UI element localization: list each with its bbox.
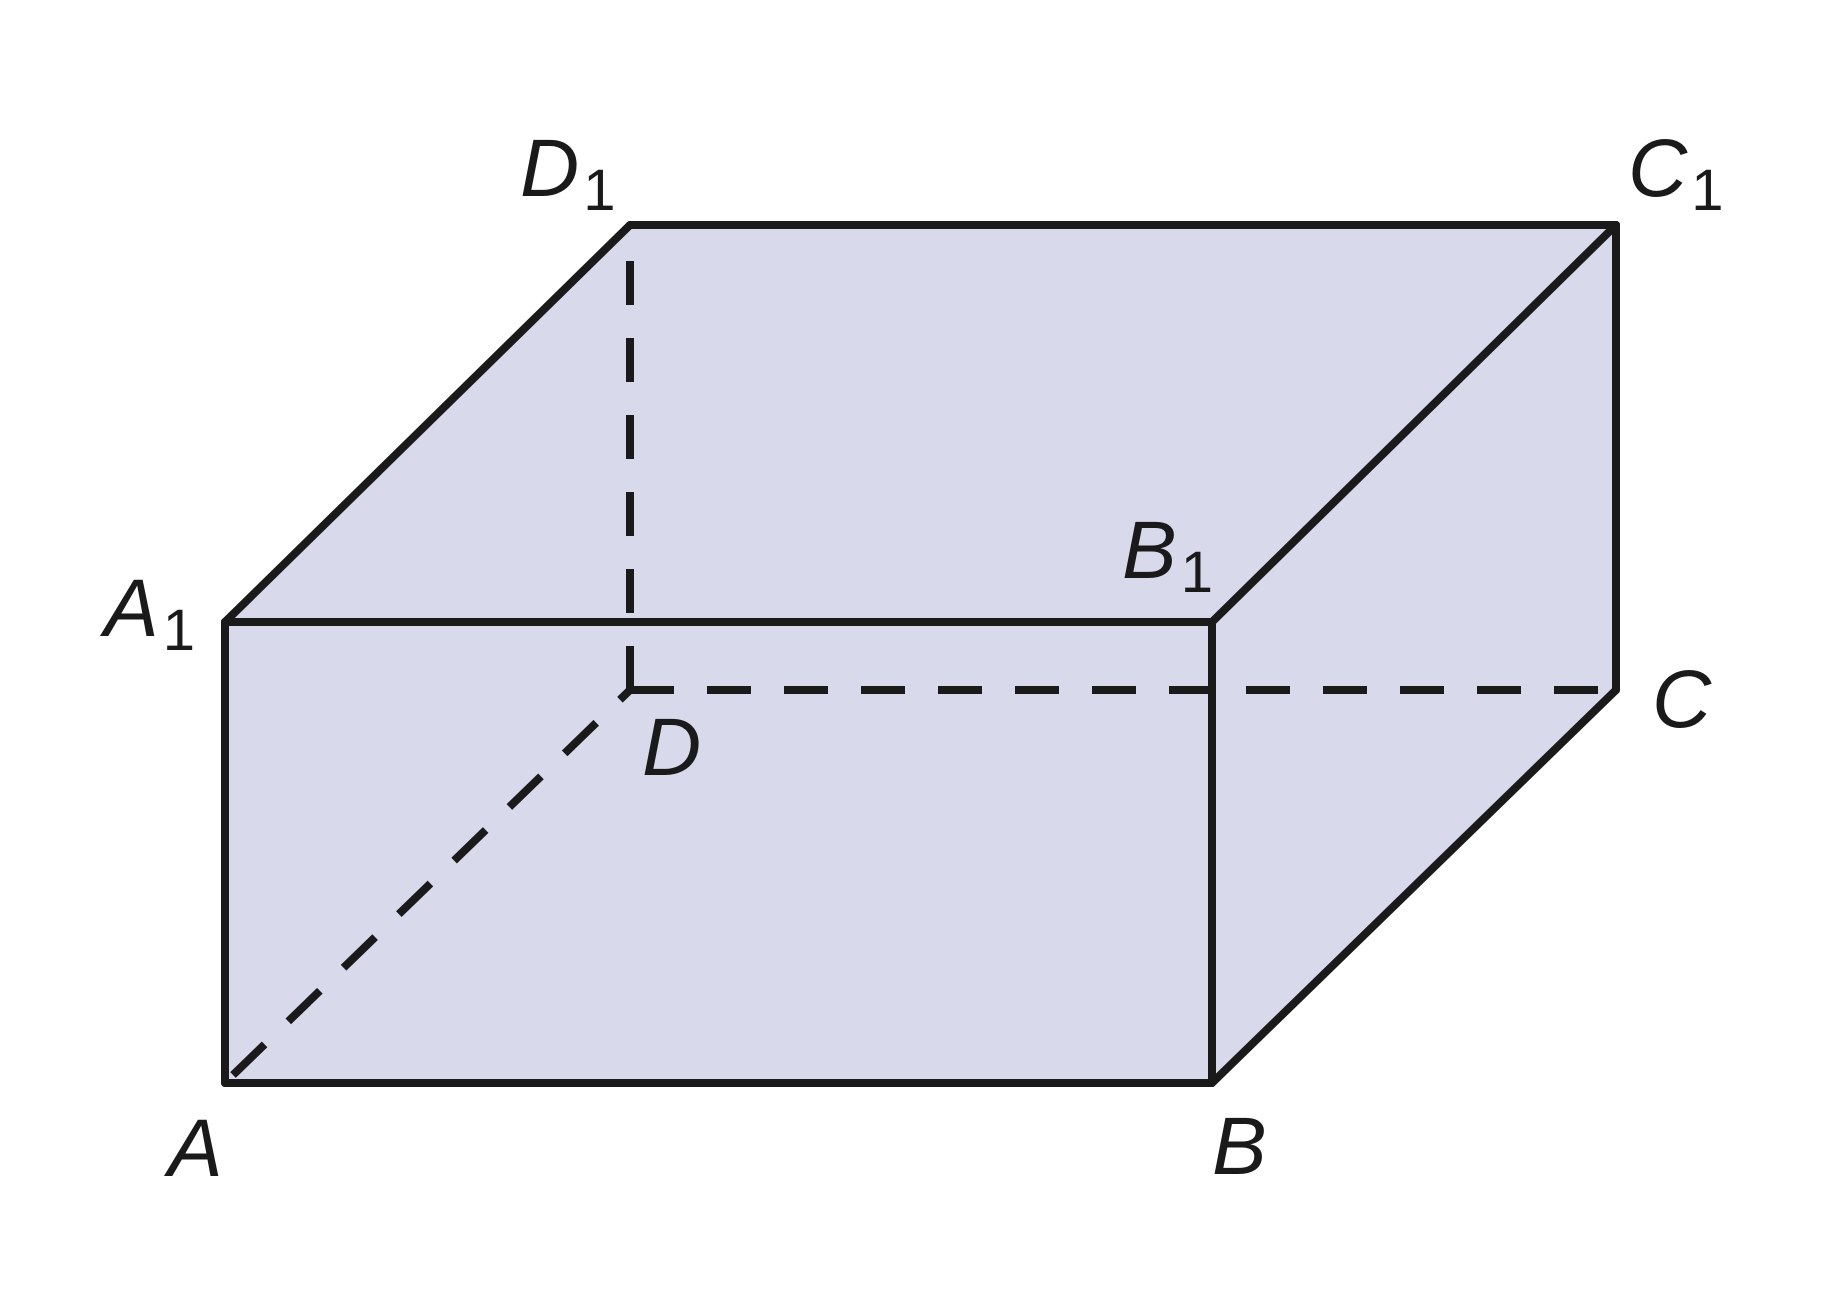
top-face [225, 225, 1616, 622]
vertex-label-c: C [1652, 654, 1712, 745]
vertex-label-a1: A1 [99, 563, 195, 663]
vertex-labels: D1 C1 A1 B1 D C A B [99, 123, 1723, 1194]
vertex-label-d: D [642, 702, 701, 793]
vertex-label-b1: B1 [1122, 505, 1213, 605]
edge-bc [1208, 686, 1620, 1087]
vertex-label-a: A [163, 1103, 223, 1194]
hidden-edge-ad [230, 687, 633, 1078]
visible-edges [221, 221, 1620, 1087]
hidden-edges [230, 260, 1600, 1078]
edge-d1a1 [221, 221, 634, 626]
front-face [225, 622, 1212, 1083]
right-face [1212, 225, 1616, 1083]
vertex-label-d1: D1 [520, 123, 615, 223]
vertex-label-c1: C1 [1628, 123, 1723, 223]
edge-b1c1 [1208, 221, 1620, 626]
vertex-label-b: B [1212, 1101, 1267, 1192]
